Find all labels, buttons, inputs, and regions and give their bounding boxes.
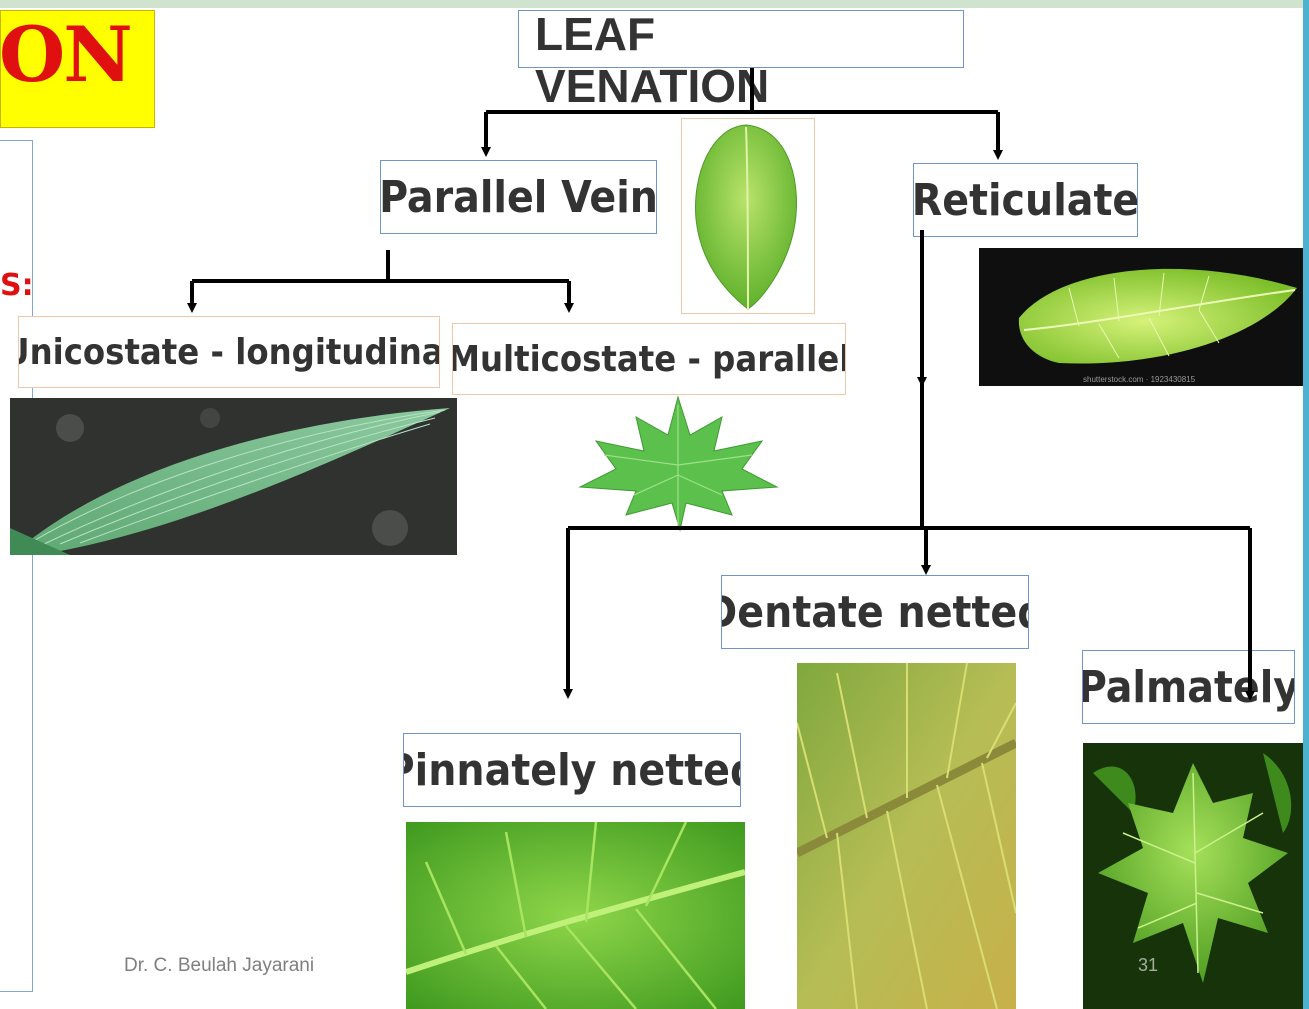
footer-author: Dr. C. Beulah Jayarani	[124, 955, 314, 977]
page-number: 31	[1138, 955, 1158, 976]
